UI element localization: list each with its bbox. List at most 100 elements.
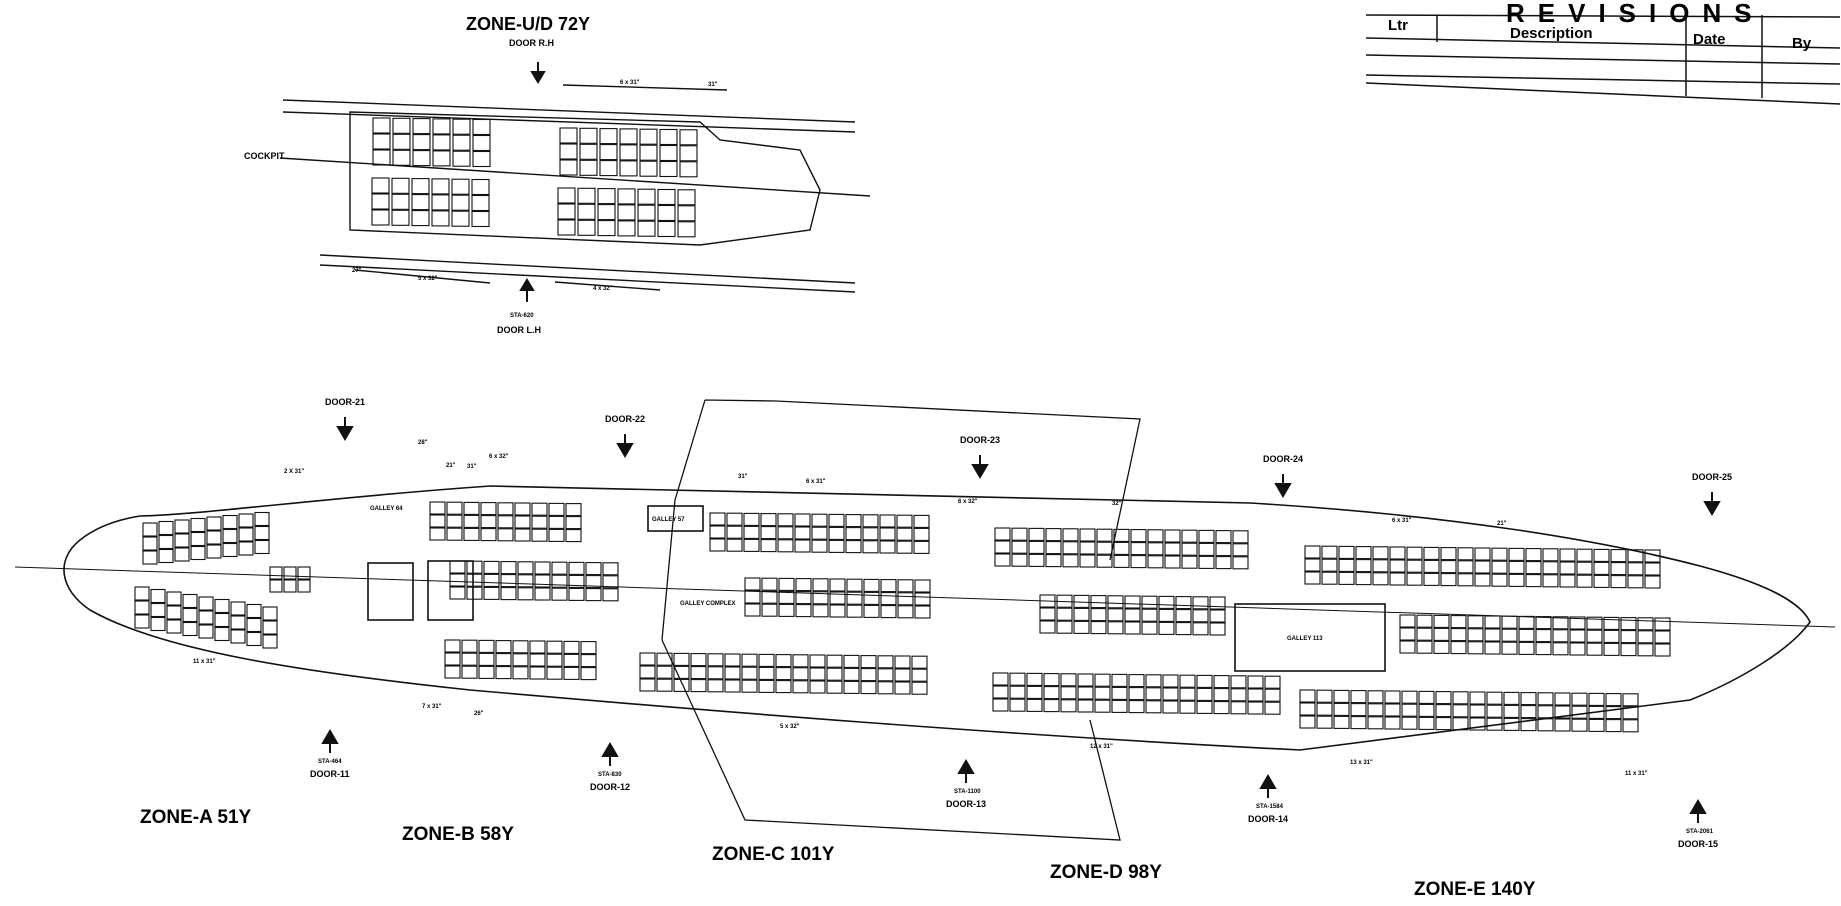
seat bbox=[283, 566, 297, 580]
seat bbox=[548, 528, 565, 542]
seat bbox=[1620, 643, 1637, 657]
door-arrow-rh bbox=[530, 62, 546, 84]
seat bbox=[1355, 546, 1372, 560]
seat bbox=[452, 134, 471, 151]
seat bbox=[679, 161, 698, 178]
seat bbox=[1418, 703, 1435, 717]
seat bbox=[1213, 688, 1230, 702]
seat bbox=[1321, 571, 1338, 585]
seat bbox=[1486, 691, 1503, 705]
seat bbox=[1535, 642, 1552, 656]
seat bbox=[483, 586, 500, 600]
station-label: STA-464 bbox=[318, 759, 342, 765]
seat bbox=[1518, 641, 1535, 655]
seat bbox=[896, 514, 913, 528]
seat bbox=[1537, 692, 1554, 706]
seat bbox=[1355, 559, 1372, 573]
upper-deck-outline-top-inner bbox=[282, 111, 856, 133]
seat bbox=[1264, 675, 1281, 689]
seat bbox=[559, 159, 578, 176]
seat bbox=[809, 667, 826, 681]
ud-dim-3: 27" bbox=[352, 268, 362, 274]
seat bbox=[480, 528, 497, 542]
seat bbox=[843, 680, 860, 694]
seat bbox=[1416, 640, 1433, 654]
seat bbox=[463, 514, 480, 528]
seat bbox=[863, 591, 880, 605]
seat bbox=[1535, 629, 1552, 643]
seat bbox=[1009, 672, 1026, 686]
main-deck-plan bbox=[14, 399, 1836, 841]
seat bbox=[1158, 608, 1175, 622]
seat bbox=[174, 519, 190, 534]
seat bbox=[1520, 718, 1537, 732]
seat bbox=[1367, 703, 1384, 717]
seat bbox=[1316, 689, 1333, 703]
seat bbox=[1299, 689, 1316, 703]
seat bbox=[1147, 555, 1164, 569]
seat bbox=[182, 621, 198, 637]
galley-label-0: GALLEY 64 bbox=[370, 506, 403, 512]
seat bbox=[1484, 615, 1501, 629]
seat bbox=[1520, 705, 1537, 719]
seat bbox=[880, 592, 897, 606]
seat bbox=[449, 586, 466, 600]
seat bbox=[1384, 716, 1401, 730]
seat bbox=[657, 188, 676, 206]
seat bbox=[174, 533, 190, 548]
seat bbox=[444, 639, 461, 653]
seat bbox=[512, 666, 529, 680]
seat bbox=[206, 530, 222, 545]
seat bbox=[1141, 621, 1158, 635]
dimension-label: 6 x 32" bbox=[958, 499, 978, 505]
seat bbox=[1542, 561, 1559, 575]
seat bbox=[1423, 546, 1440, 560]
seat bbox=[392, 117, 411, 134]
seat bbox=[913, 527, 930, 541]
seat bbox=[637, 220, 656, 237]
seat bbox=[880, 605, 897, 619]
seat bbox=[1073, 607, 1090, 621]
seat bbox=[512, 640, 529, 654]
seat bbox=[254, 539, 270, 555]
seat bbox=[190, 531, 206, 547]
seat bbox=[411, 210, 430, 227]
seat bbox=[432, 118, 451, 135]
seat bbox=[761, 590, 778, 604]
seat bbox=[579, 143, 598, 160]
seat bbox=[372, 133, 391, 150]
door-label: DOOR-24 bbox=[1263, 454, 1303, 464]
seat bbox=[1576, 561, 1593, 575]
seat bbox=[1542, 574, 1559, 588]
seat bbox=[845, 527, 862, 541]
up-arrow-icon bbox=[957, 759, 975, 783]
seat bbox=[897, 605, 914, 619]
seat bbox=[1181, 542, 1198, 556]
seat bbox=[896, 527, 913, 541]
seat bbox=[563, 640, 580, 654]
seat bbox=[896, 540, 913, 554]
seat bbox=[1586, 616, 1603, 630]
seat bbox=[795, 578, 812, 592]
seat bbox=[1508, 573, 1525, 587]
seat bbox=[743, 538, 760, 552]
seat bbox=[158, 534, 174, 550]
seat bbox=[1605, 706, 1622, 720]
seat bbox=[1399, 627, 1416, 641]
seat bbox=[1107, 621, 1124, 635]
seat bbox=[463, 501, 480, 515]
seat bbox=[559, 127, 578, 144]
seat bbox=[531, 502, 548, 516]
seat bbox=[1610, 562, 1627, 576]
seat bbox=[809, 654, 826, 668]
seat bbox=[1508, 560, 1525, 574]
seat bbox=[238, 527, 254, 542]
seat bbox=[534, 561, 551, 575]
seat bbox=[1060, 699, 1077, 713]
seat bbox=[1467, 615, 1484, 629]
seat bbox=[709, 512, 726, 526]
seat bbox=[794, 526, 811, 540]
seat bbox=[794, 513, 811, 527]
seat bbox=[860, 655, 877, 669]
seat bbox=[182, 607, 198, 623]
